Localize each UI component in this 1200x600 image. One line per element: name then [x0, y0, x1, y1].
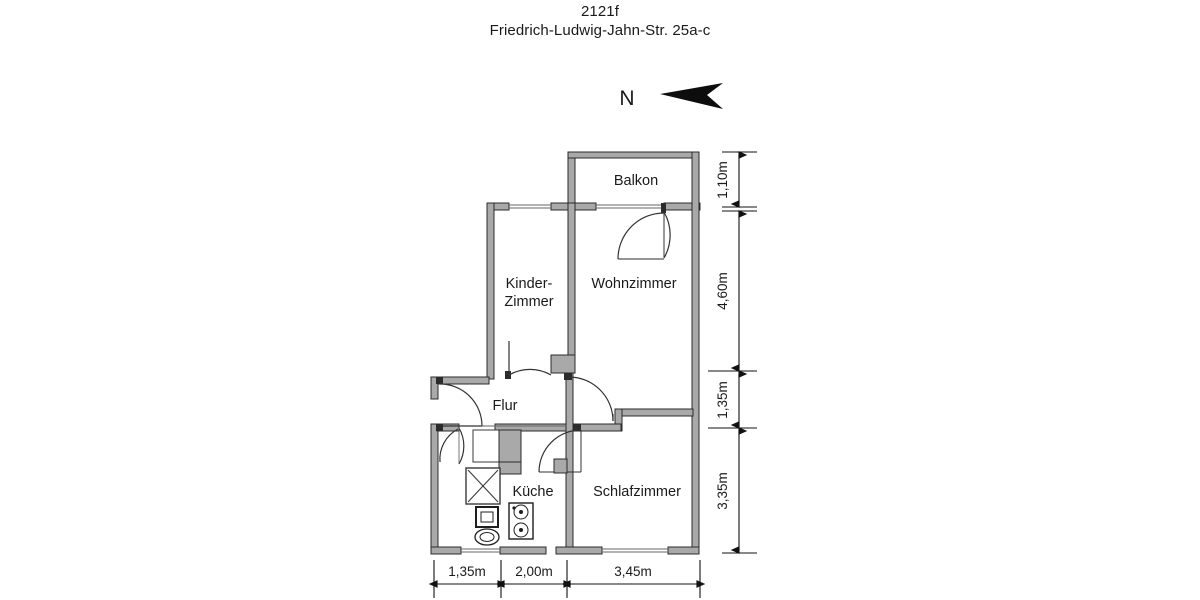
room-labels: Balkon Kinder- Zimmer Wohnzimmer Flur Kü… [493, 173, 682, 500]
stove-knob [512, 506, 516, 510]
door-entrance-hinge [436, 377, 443, 384]
door-kueche-hinge [436, 424, 443, 431]
wall-wohnzimmer-stub [550, 354, 576, 374]
room-label-kinderzimmer-line2: Zimmer [504, 294, 553, 310]
door-wohnzimmer-hinge [564, 373, 572, 380]
door-balkon-hinge [661, 203, 666, 213]
plan-id: 2121f [580, 3, 620, 20]
dim-label-h1: 1,35m [448, 564, 486, 579]
door-wohnzimmer-arc [568, 376, 614, 422]
walls [430, 151, 701, 555]
wall-flur-left-upper [430, 376, 439, 400]
wall-flur-top-left [436, 376, 490, 385]
wall-bottom-pier-3 [555, 546, 603, 555]
door-kinderzimmer-arc [508, 368, 552, 376]
wall-exterior-right [691, 151, 700, 555]
dim-label-v4: 3,35m [715, 472, 730, 510]
wall-exterior-left-lower [430, 423, 439, 555]
dim-label-v3: 1,35m [715, 381, 730, 419]
wall-kinderzimmer-left [486, 202, 495, 380]
plan-title-block: 2121f Friedrich-Ludwig-Jahn-Str. 25a-c [0, 2, 1200, 40]
room-label-kinderzimmer-line1: Kinder- [506, 276, 553, 292]
doors [436, 203, 671, 474]
schlafzimmer-floor [573, 430, 696, 554]
door-kinderzimmer-hinge [505, 371, 511, 379]
balkon-floor [570, 152, 696, 208]
kinderzimmer-floor [489, 203, 569, 371]
room-label-flur: Flur [493, 398, 518, 414]
cabinet-fixture [472, 429, 500, 463]
room-label-kueche: Küche [512, 484, 553, 500]
wall-wohn-schlaf-step-horizontal [620, 408, 694, 417]
north-arrow-icon [660, 83, 723, 109]
door-schlafzimmer-hinge [573, 424, 581, 431]
toilet-bowl [479, 532, 495, 542]
dim-label-h3: 3,45m [614, 564, 652, 579]
counter-block-low [498, 461, 522, 475]
door-balkon-leaf [663, 211, 671, 259]
stove-burner-2-center [519, 528, 523, 532]
shower-diagonal-2 [467, 469, 499, 503]
door-schlafzimmer-arc [538, 429, 582, 473]
horizontal-dimensions: 1,35m 2,00m 3,45m [428, 560, 706, 598]
wall-balkon-left [567, 151, 576, 209]
dim-label-v2: 4,60m [715, 272, 730, 310]
fixtures [465, 429, 534, 546]
door-kueche-arc [458, 427, 465, 465]
door-schlafzimmer-stub [553, 458, 568, 474]
compass-north-label: N [619, 87, 634, 110]
door-kueche-arc2 [439, 428, 459, 463]
dim-label-h2: 2,00m [515, 564, 553, 579]
washbasin-bowl [480, 511, 494, 523]
wall-bottom-pier-4 [667, 546, 700, 555]
compass-rose: N [619, 83, 723, 110]
wall-bottom-pier-1 [430, 546, 462, 555]
flur-floor [437, 377, 573, 429]
wall-balkon-top [567, 151, 700, 159]
door-entrance-arc [439, 383, 483, 427]
door-balkon-arc [617, 212, 665, 260]
vertical-dimensions: 1,10m 4,60m 1,35m 3,35m [708, 151, 757, 554]
counter-block-left [498, 429, 522, 463]
room-label-wohnzimmer: Wohnzimmer [591, 276, 676, 292]
room-label-schlafzimmer: Schlafzimmer [593, 484, 681, 500]
dim-label-v1: 1,10m [715, 161, 730, 199]
wohnzimmer-floor [575, 203, 696, 415]
plan-address: Friedrich-Ludwig-Jahn-Str. 25a-c [489, 22, 711, 40]
room-label-balkon: Balkon [614, 173, 658, 189]
wall-bottom-pier-2 [499, 546, 547, 555]
stove-burner-1-center [519, 510, 523, 514]
wall-kinder-wohn-divider [567, 202, 576, 374]
